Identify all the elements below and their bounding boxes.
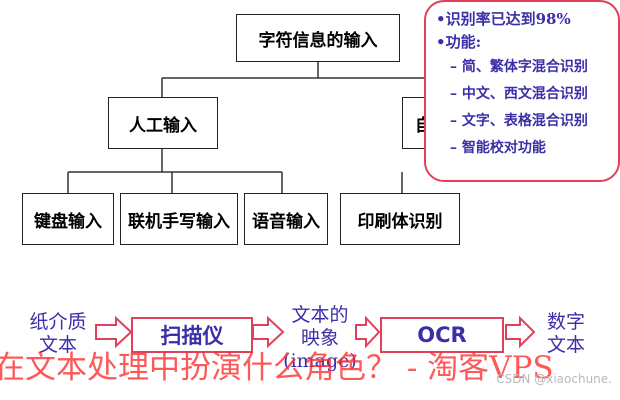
image-label: 文本的 映象 (image) [283,304,357,372]
flow-arrows [95,315,536,349]
keyboard-input-node: 键盘输入 [22,193,114,245]
feature-item: – 智能校对功能 [450,140,546,156]
voice-input-node: 语音输入 [244,193,328,245]
print-recognition-node: 印刷体识别 [340,193,460,245]
feature-item: – 简、繁体字混合识别 [450,59,588,75]
handwriting-input-node: 联机手写输入 [120,193,238,245]
ocr-box: OCR [380,317,504,353]
features-title: •功能: [436,33,482,51]
scanner-box: 扫描仪 [131,317,253,353]
feature-item: – 文字、表格混合识别 [450,113,588,129]
root-node: 字符信息的输入 [236,14,400,62]
paper-text-label: 纸介质 文本 [29,311,87,356]
csdn-credit: CSDN @xiaochune. [496,372,612,386]
recognition-rate: •识别率已达到98% [436,10,571,28]
feature-callout: •识别率已达到98% •功能: – 简、繁体字混合识别 – 中文、西文混合识别 … [424,0,620,182]
watermark-text: 在文本处理中扮演什么角色？ - 淘客VPS [0,350,554,386]
manual-input-node: 人工输入 [108,97,218,149]
feature-item: – 中文、西文混合识别 [450,86,588,102]
digital-text-label: 数字 文本 [546,311,585,356]
